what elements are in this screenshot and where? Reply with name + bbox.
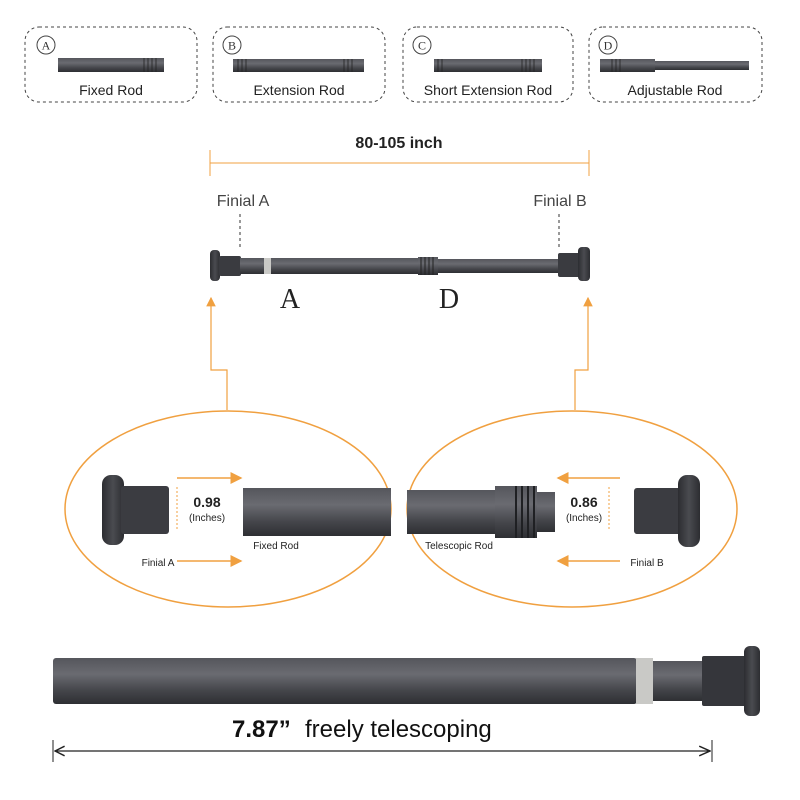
unit-label-left: (Inches)	[189, 513, 225, 524]
part-a-letter: A	[280, 284, 301, 315]
detail-right: Telescopic Rod 0.86 (Inches) Finial B	[406, 410, 738, 608]
diameter-value-left: 0.98	[193, 494, 220, 510]
telescopic-rod-detail-label: Telescopic Rod	[425, 541, 493, 552]
fixed-rod-icon	[58, 58, 164, 72]
rod-type-letter: D	[604, 39, 613, 53]
bottom-finial-cap	[744, 646, 760, 716]
gap-ring	[264, 258, 271, 274]
rod-type-letter: B	[228, 39, 236, 53]
rod-type-card-a: A Fixed Rod	[24, 26, 198, 103]
finial-b-label: Finial B	[533, 193, 586, 210]
assembled-rod	[210, 247, 590, 281]
rod-type-card-d: D Adjustable Rod	[588, 26, 763, 103]
bottom-rod	[53, 646, 760, 716]
rod-type-label: Adjustable Rod	[628, 82, 723, 98]
finial-a-label: Finial A	[217, 193, 270, 210]
length-dimension: 80-105 inch	[209, 135, 590, 176]
rod-type-label: Short Extension Rod	[424, 82, 552, 98]
rod-type-card-c: C Short Extension Rod	[402, 26, 574, 103]
adjustable-rod-icon	[600, 59, 655, 72]
part-d-letter: D	[439, 284, 459, 315]
left-connector	[206, 296, 228, 410]
rod-type-letter: C	[418, 39, 426, 53]
fixed-rod-detail-label: Fixed Rod	[253, 541, 299, 552]
fixed-rod-segment	[271, 258, 418, 274]
bottom-caption: 7.87” freely telescoping	[232, 716, 492, 743]
length-label: 80-105 inch	[355, 135, 442, 152]
rod-type-label: Fixed Rod	[79, 82, 143, 98]
finial-b-cap	[578, 247, 590, 281]
finial-a-cap	[210, 250, 220, 281]
telescopic-rod-detail	[407, 490, 495, 534]
finial-b-detail-label: Finial B	[630, 558, 664, 569]
unit-label-right: (Inches)	[566, 513, 602, 524]
telescoping-caption: freely telescoping	[305, 716, 492, 743]
rod-type-letter: A	[42, 39, 51, 53]
short-extension-rod-icon	[434, 59, 542, 72]
finial-a-detail-cap	[102, 475, 124, 545]
diameter-value-right: 0.86	[570, 494, 597, 510]
extension-rod-icon	[233, 59, 364, 72]
detail-left: 0.98 (Inches) Finial A Fixed Rod	[64, 410, 392, 608]
right-connector	[574, 296, 593, 410]
adjustable-rod-segment	[438, 259, 558, 273]
bottom-dimension	[52, 740, 713, 762]
fixed-rod-detail	[243, 488, 391, 536]
bottom-rod-main	[53, 658, 637, 704]
finial-a-detail-label: Finial A	[142, 558, 175, 569]
finial-b-detail-cap	[678, 475, 700, 547]
bottom-gap-ring	[636, 658, 653, 704]
telescoping-length: 7.87”	[232, 716, 291, 743]
rod-type-card-b: B Extension Rod	[212, 26, 386, 103]
rod-type-label: Extension Rod	[253, 82, 344, 98]
